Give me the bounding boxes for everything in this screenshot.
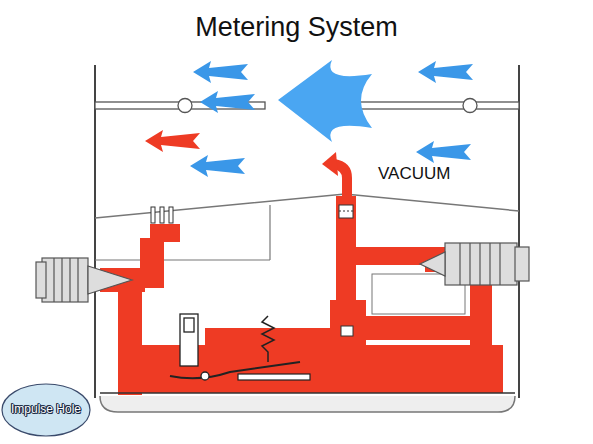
main-screw-part [479,243,480,285]
metering-lever [170,316,310,380]
passage-details-part [339,211,353,212]
body-walls-part [518,65,520,398]
idle-screw-part [77,258,78,302]
body-walls-part [94,65,96,398]
idle-screw-part [42,258,88,302]
node-text: Impulse Hole [11,403,81,416]
metering-lever-part [201,372,209,380]
air-flow-arrows [145,60,473,177]
main-screw-part [420,252,445,276]
callout-label: VACUUM [378,164,450,184]
inlet-needle [180,314,198,366]
body-walls-part [95,194,519,218]
body-walls-part [269,205,270,260]
diagram-title: Metering System [0,12,593,43]
fuel-passages-part [356,316,492,340]
main-screw-part [459,243,460,285]
idle-screw-part [69,258,70,302]
passage-details-part [151,207,155,223]
passage-details-part [160,207,164,223]
body-walls-part [95,259,270,260]
diaphragm-cover [100,393,515,412]
vacuum-arrow-part [322,152,338,176]
passage-details-part [169,207,173,223]
air-flow-arrows-part [145,130,200,152]
throttle-plate-part [463,99,477,113]
air-flow-arrows-part [278,60,372,142]
fuel-passages [100,196,503,395]
passage-details-part [341,326,353,336]
metering-lever-part [238,374,310,380]
air-flow-arrows-part [190,155,245,177]
air-flow-arrows-part [200,91,255,113]
idle-screw-part [36,262,46,298]
air-flow-arrows-part [416,141,471,163]
inlet-needle-part [180,314,198,366]
main-screw-part [469,243,470,285]
ellipse-shape [2,384,90,436]
main-screw-part [445,243,517,285]
diaphragm-cover-part [100,396,515,412]
main-screw-part [489,243,490,285]
idle-screw [36,258,132,302]
diaphragm-cover-part [100,392,515,394]
inlet-needle-part [184,318,194,332]
callout-ellipse: Impulse Hole [1,383,91,437]
vacuum-arrow [322,152,347,200]
air-flow-arrows-part [418,61,473,83]
main-screw-part [515,247,529,281]
metering-lever-part [262,316,274,362]
idle-screw-part [61,258,62,302]
idle-screw-part [53,258,54,302]
throttle-plate-part [178,99,192,113]
passage-details-part [339,205,353,218]
main-screw-part [499,243,500,285]
idle-screw-part [88,266,132,294]
fuel-passages-part [336,196,356,306]
air-flow-arrows-part [193,61,248,83]
fuel-passages-part [118,345,503,393]
main-screw [420,243,529,285]
